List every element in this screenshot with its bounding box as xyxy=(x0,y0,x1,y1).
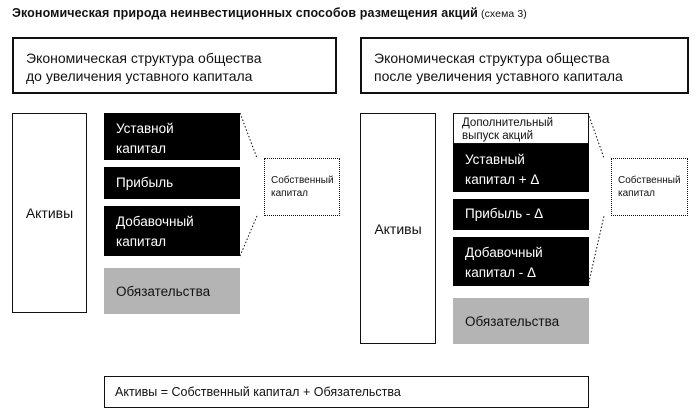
right-liabilities-label: Обязательства xyxy=(465,313,560,329)
left-brace-top-line xyxy=(239,112,258,159)
right-profit-box: Прибыль - Δ xyxy=(453,199,589,230)
right-charter-line1: Уставный xyxy=(465,152,525,167)
title-scheme: (схема 3) xyxy=(480,8,527,20)
left-assets-box: Активы xyxy=(12,113,87,313)
right-liabilities-box: Обязательства xyxy=(453,298,589,344)
right-brace-bottom-line xyxy=(587,215,605,287)
right-extra-issue-line1: Дополнительный xyxy=(462,117,554,129)
left-equity-line1: Собственный xyxy=(271,175,334,186)
left-charter-line1: Уставной xyxy=(116,121,174,136)
formula-text: Активы = Собственный капитал + Обязатель… xyxy=(115,385,401,399)
left-profit-box: Прибыль xyxy=(104,167,240,199)
right-charter-capital-box: Уставный капитал + Δ xyxy=(453,144,589,192)
left-brace-bottom-line xyxy=(239,215,258,257)
right-equity-line1: Собственный xyxy=(618,175,681,186)
right-equity-line2: капитал xyxy=(618,188,656,199)
left-additional-line1: Добавочный xyxy=(116,214,194,229)
right-assets-label: Активы xyxy=(374,220,422,237)
left-additional-capital-box: Добавочный капитал xyxy=(104,206,240,256)
right-profit-label: Прибыль - Δ xyxy=(465,206,544,221)
right-assets-box: Активы xyxy=(360,113,436,344)
right-extra-issue-box: Дополнительный выпуск акций xyxy=(453,113,589,144)
left-equity-line2: капитал xyxy=(271,188,309,199)
left-liabilities-label: Обязательства xyxy=(116,283,211,299)
left-equity-box: Собственный капитал xyxy=(264,158,340,216)
left-assets-label: Активы xyxy=(25,205,74,221)
left-header-line1: Экономическая структура общества xyxy=(26,50,262,66)
right-brace-top-line xyxy=(587,112,605,159)
right-equity-box: Собственный капитал xyxy=(611,158,688,216)
right-additional-line2: капитал - Δ xyxy=(465,265,536,280)
right-header-box: Экономическая структура общества после у… xyxy=(360,37,689,94)
left-liabilities-box: Обязательства xyxy=(104,268,240,314)
formula-box: Активы = Собственный капитал + Обязатель… xyxy=(104,376,589,408)
right-header-line2: после увеличения уставного капитала xyxy=(374,68,623,84)
right-header-line1: Экономическая структура общества xyxy=(374,50,610,66)
left-header-box: Экономическая структура общества до увел… xyxy=(12,37,337,94)
right-charter-line2: капитал + Δ xyxy=(465,172,540,187)
right-additional-line1: Добавочный xyxy=(465,245,543,260)
left-header-line2: до увеличения уставного капитала xyxy=(26,68,253,84)
left-charter-line2: капитал xyxy=(116,141,166,156)
title-main: Экономическая природа неинвестиционных с… xyxy=(12,6,478,20)
right-additional-capital-box: Добавочный капитал - Δ xyxy=(453,237,589,286)
diagram-title: Экономическая природа неинвестиционных с… xyxy=(12,6,527,20)
left-additional-line2: капитал xyxy=(116,234,166,249)
left-profit-label: Прибыль xyxy=(116,175,174,190)
right-extra-issue-line2: выпуск акций xyxy=(462,130,534,142)
left-charter-capital-box: Уставной капитал xyxy=(104,113,240,160)
